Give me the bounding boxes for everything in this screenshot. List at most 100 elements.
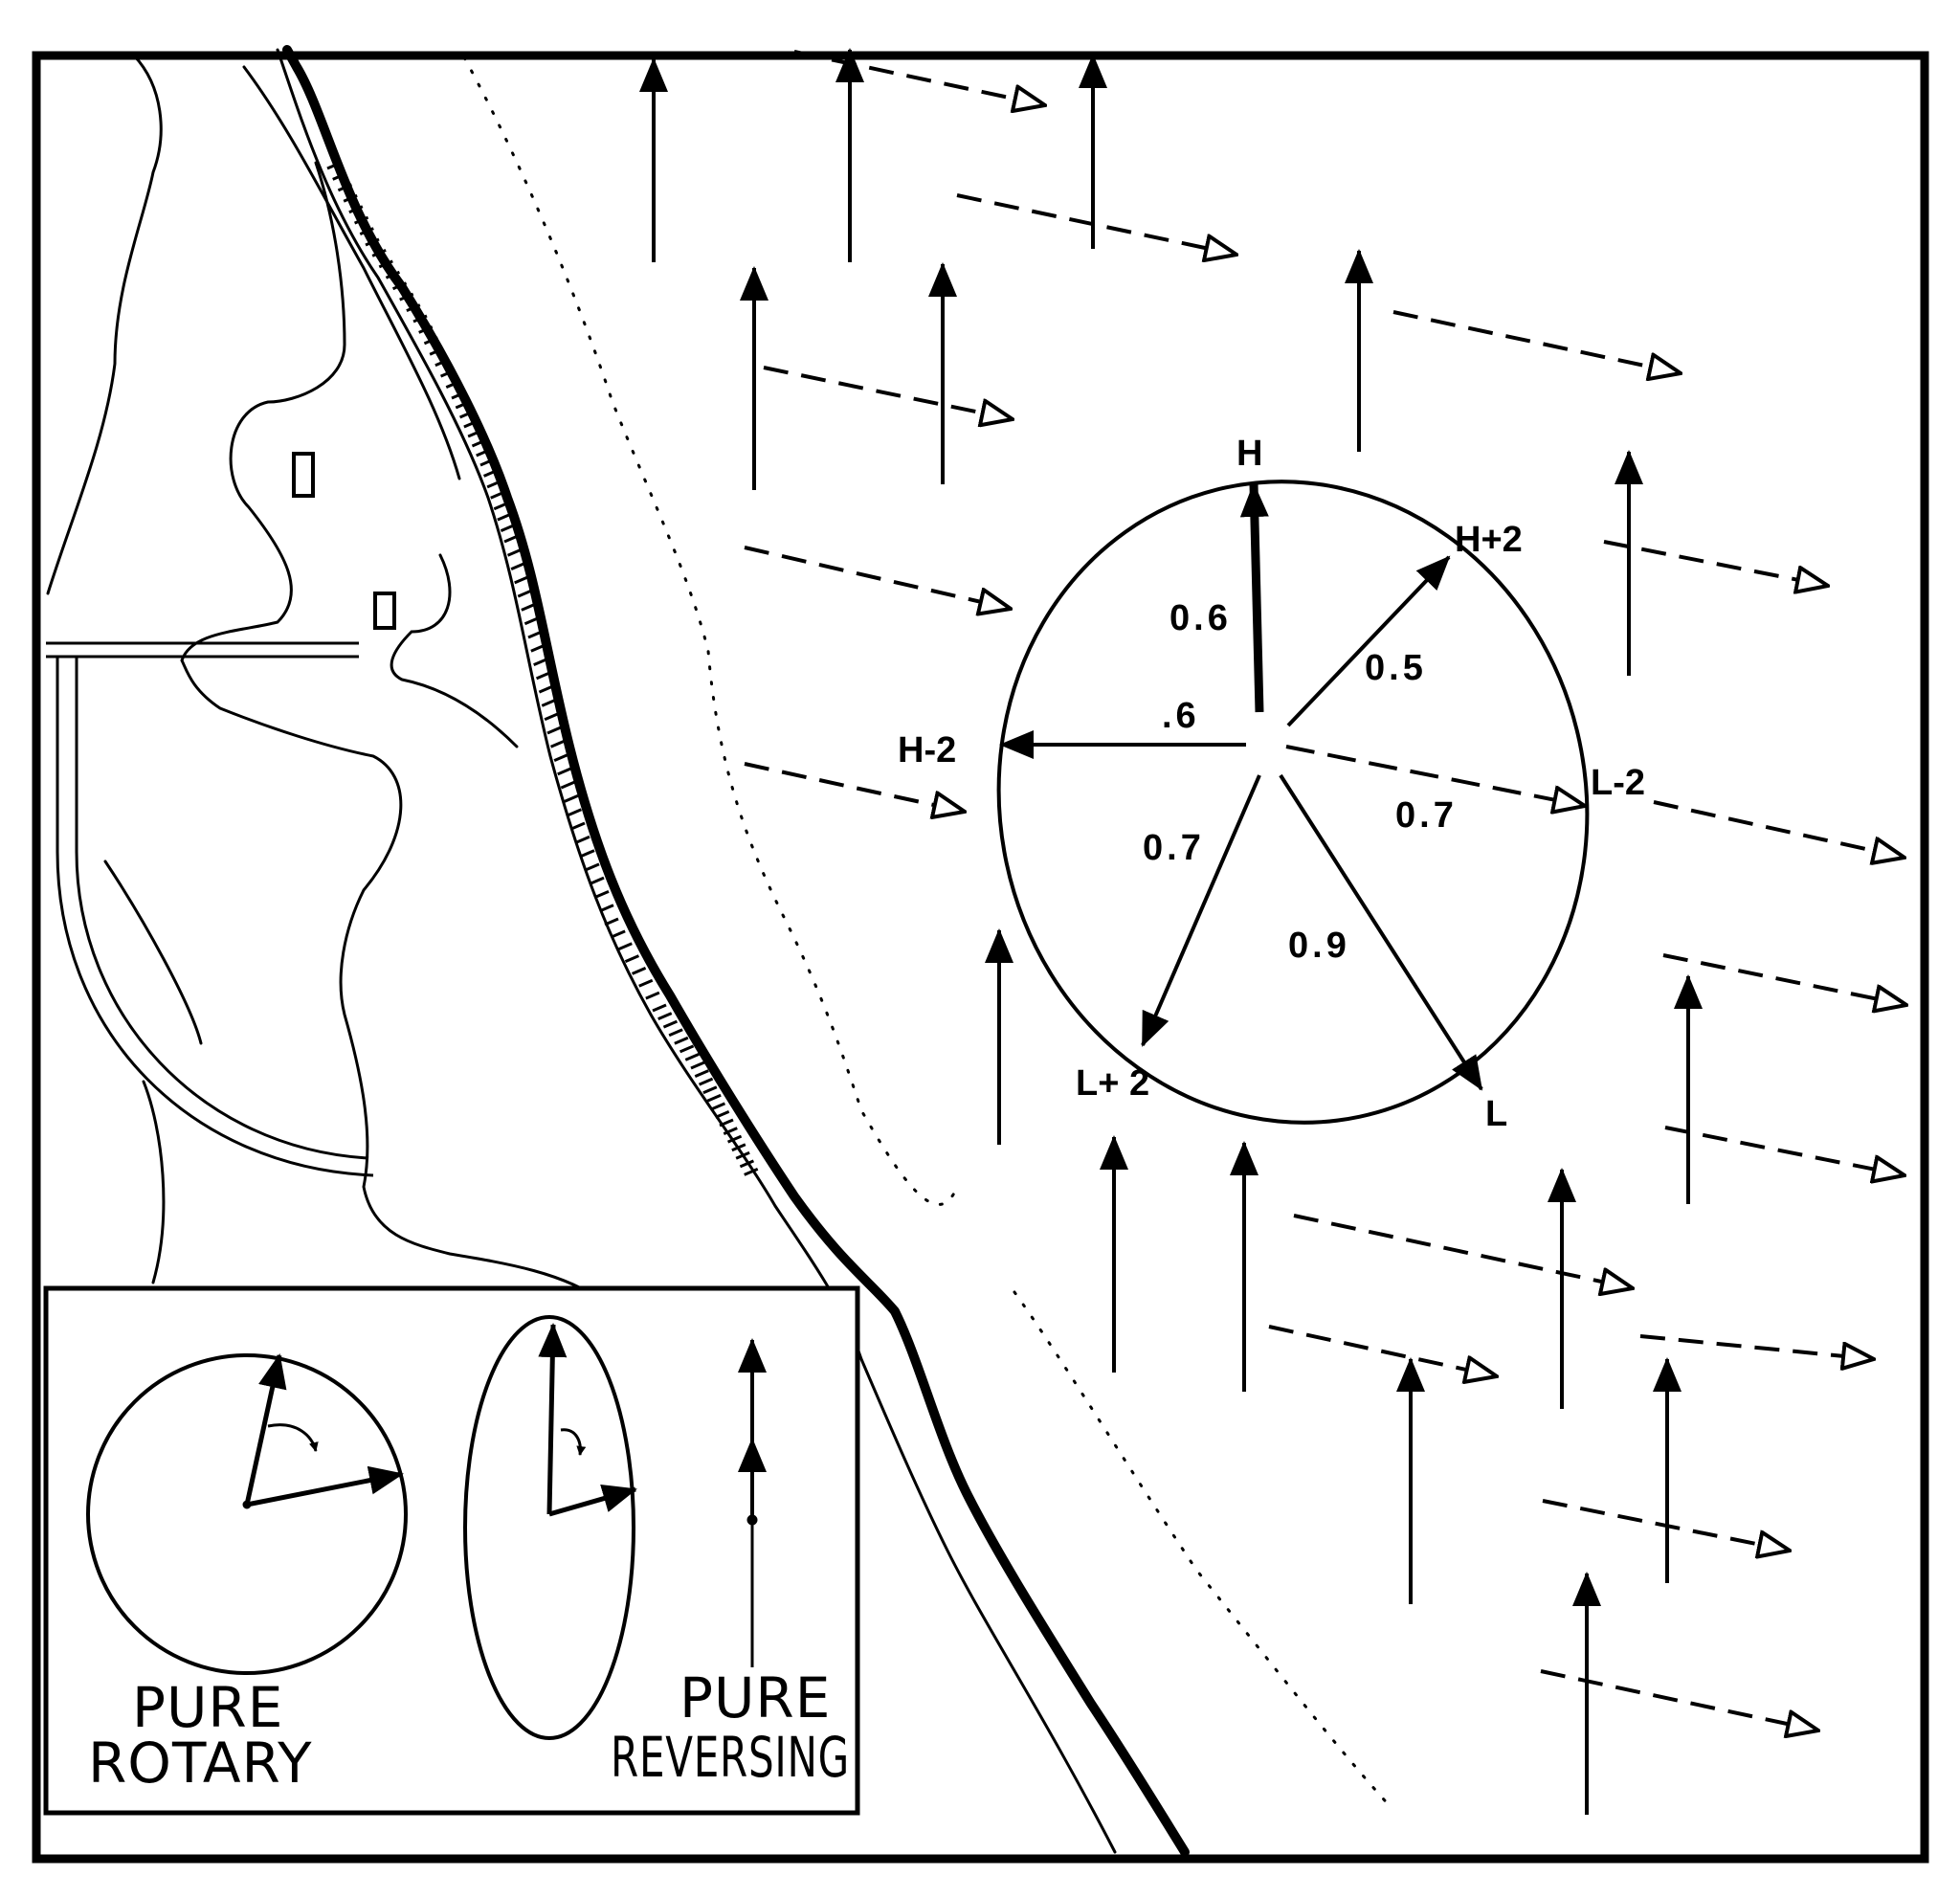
hatch-tick bbox=[719, 1118, 734, 1128]
hatch-tick bbox=[557, 767, 572, 776]
hatch-tick bbox=[674, 1036, 689, 1045]
hatch-tick bbox=[476, 448, 491, 458]
hatch-tick bbox=[638, 978, 654, 988]
hatch-tick bbox=[412, 314, 428, 324]
hatch-tick bbox=[359, 227, 374, 235]
ebb-arrow bbox=[1293, 1214, 1633, 1288]
ebb-arrow bbox=[956, 193, 1236, 255]
ebb-arrow bbox=[793, 50, 1045, 105]
map-frame bbox=[32, 51, 1929, 1864]
hatch-tick bbox=[463, 419, 479, 429]
cliff-hatching bbox=[326, 161, 759, 1176]
hatch-tick bbox=[521, 603, 536, 612]
hatch-tick bbox=[391, 281, 408, 291]
hatch-tick bbox=[570, 821, 586, 831]
ebb-arrow bbox=[1268, 1325, 1497, 1376]
hatch-tick bbox=[458, 410, 475, 419]
vector-h bbox=[1239, 482, 1269, 713]
hatch-tick bbox=[585, 862, 600, 872]
ebb-arrow bbox=[1392, 310, 1681, 373]
hatch-tick bbox=[429, 346, 444, 356]
hatch-tick bbox=[343, 193, 358, 203]
hatch-tick bbox=[385, 270, 401, 279]
inset-legend: PURE ROTARY PURE REVERSING bbox=[43, 1285, 860, 1816]
ebb-arrow bbox=[1540, 1669, 1818, 1731]
hatch-tick bbox=[684, 1053, 700, 1061]
ebb-arrow bbox=[744, 546, 1011, 609]
contour-lines bbox=[46, 54, 672, 1308]
vector-l-plus-2 bbox=[1141, 774, 1261, 1047]
speed-h-minus-2: .6 bbox=[1162, 696, 1200, 736]
hatch-tick bbox=[668, 1028, 683, 1038]
hatch-tick bbox=[710, 1102, 726, 1111]
label-h: H bbox=[1236, 434, 1262, 474]
hatch-tick bbox=[541, 699, 556, 707]
hatch-tick bbox=[467, 429, 482, 438]
ebb-arrow bbox=[1639, 1334, 1874, 1359]
hatch-tick bbox=[523, 616, 540, 626]
rotary-diagram bbox=[86, 1353, 408, 1675]
ebb-arrow bbox=[763, 366, 1013, 419]
hatch-tick bbox=[423, 336, 439, 346]
hatch-tick bbox=[624, 954, 640, 963]
hatch-tick bbox=[599, 904, 614, 913]
label-l-minus-2: L-2 bbox=[1591, 763, 1645, 803]
reversing-diagram bbox=[738, 1338, 767, 1667]
depth-contour-dotted bbox=[462, 56, 1394, 1811]
hatch-tick bbox=[406, 303, 421, 312]
ebb-arrow bbox=[1662, 953, 1906, 1005]
flood-current-arrows bbox=[639, 48, 1703, 1815]
hatch-tick bbox=[506, 547, 523, 557]
hatch-tick bbox=[535, 671, 551, 681]
hatch-tick bbox=[698, 1077, 714, 1086]
coastline bbox=[242, 45, 1190, 1857]
hatch-tick bbox=[575, 835, 590, 844]
hatch-tick bbox=[517, 589, 532, 598]
hatch-tick bbox=[560, 780, 575, 790]
hatch-tick bbox=[514, 575, 529, 585]
current-ellipse: H H+2 H-2 L-2 L+ 2 L 0.6 0.5 .6 0.7 0.7 … bbox=[898, 434, 1645, 1134]
hatch-tick bbox=[439, 368, 456, 378]
label-l-plus-2: L+ 2 bbox=[1076, 1063, 1149, 1104]
reversing-label-line2: REVERSING bbox=[611, 1725, 850, 1790]
hatch-tick bbox=[690, 1061, 705, 1070]
vector-h-plus-2 bbox=[1286, 555, 1451, 727]
hatch-tick bbox=[744, 1168, 759, 1176]
vector-l-minus-2 bbox=[1285, 745, 1585, 806]
speed-l: 0.9 bbox=[1288, 926, 1350, 966]
hatch-tick bbox=[652, 1003, 667, 1013]
hatch-tick bbox=[482, 469, 499, 478]
reversing-label-line1: PURE bbox=[679, 1665, 831, 1731]
hatch-tick bbox=[739, 1159, 755, 1169]
speed-h-plus-2: 0.5 bbox=[1365, 648, 1427, 688]
hatch-tick bbox=[533, 658, 548, 666]
hatch-tick bbox=[594, 890, 610, 899]
hatch-tick bbox=[694, 1069, 709, 1078]
label-h-minus-2: H-2 bbox=[898, 730, 956, 770]
hatch-tick bbox=[544, 712, 559, 722]
hatch-tick bbox=[549, 739, 566, 748]
hatch-tick bbox=[510, 562, 525, 570]
hatch-tick bbox=[399, 292, 414, 301]
building bbox=[373, 592, 396, 630]
hatch-tick bbox=[434, 358, 450, 368]
ebb-arrow bbox=[1664, 1126, 1904, 1175]
hatch-tick bbox=[679, 1044, 695, 1054]
hatch-tick bbox=[723, 1127, 738, 1135]
hatch-tick bbox=[715, 1110, 730, 1119]
hatch-tick bbox=[527, 630, 543, 639]
ebb-arrow bbox=[1653, 800, 1904, 858]
speed-l-minus-2: 0.7 bbox=[1395, 795, 1458, 836]
hatch-tick bbox=[503, 534, 519, 544]
hatch-tick bbox=[731, 1143, 746, 1152]
hatch-tick bbox=[445, 380, 460, 389]
hatch-tick bbox=[471, 438, 487, 448]
ebb-arrow bbox=[1603, 540, 1828, 586]
ebb-current-arrows bbox=[744, 50, 1906, 1731]
hatch-tick bbox=[348, 205, 364, 214]
ebb-arrow bbox=[1542, 1499, 1790, 1551]
hatch-tick bbox=[538, 684, 554, 694]
hatch-tick bbox=[564, 794, 579, 803]
label-h-plus-2: H+2 bbox=[1455, 520, 1523, 560]
hatch-tick bbox=[726, 1134, 743, 1144]
